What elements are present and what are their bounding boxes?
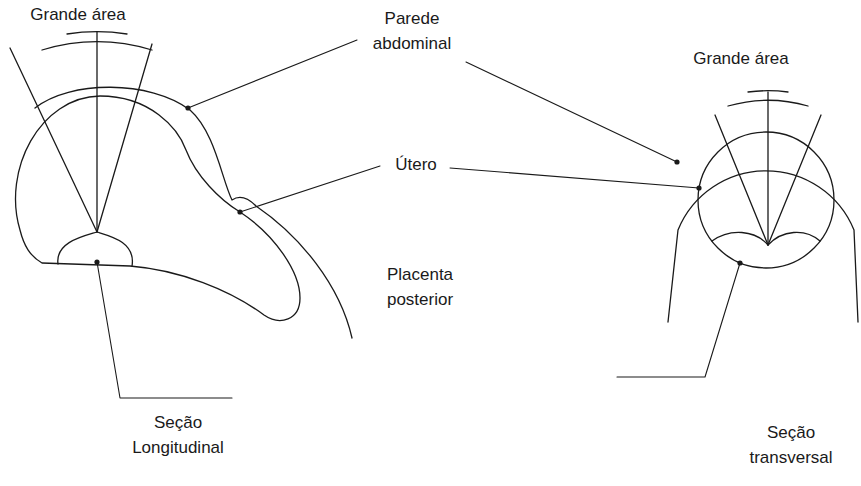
part-label: Útero [384,152,448,177]
area-label: Grande área [18,2,138,27]
uterus-outline [16,96,300,320]
area-label: Grande área [676,46,806,71]
uterus-outline [698,132,834,268]
abdominal-wall [35,87,352,338]
longitudinal-section [10,32,352,338]
placenta [58,232,133,266]
abdominal-wall [668,171,858,322]
section-title: Seção transversal [736,420,846,470]
leader-lines [97,40,740,398]
part-label: Placenta posterior [372,262,468,312]
transducer-fan [715,91,821,245]
part-label: Parede abdominal [362,6,462,56]
transducer-fan [10,32,152,232]
transverse-section [668,91,858,322]
leader-dots [94,105,742,265]
section-title: Seção Longitudinal [118,410,238,460]
